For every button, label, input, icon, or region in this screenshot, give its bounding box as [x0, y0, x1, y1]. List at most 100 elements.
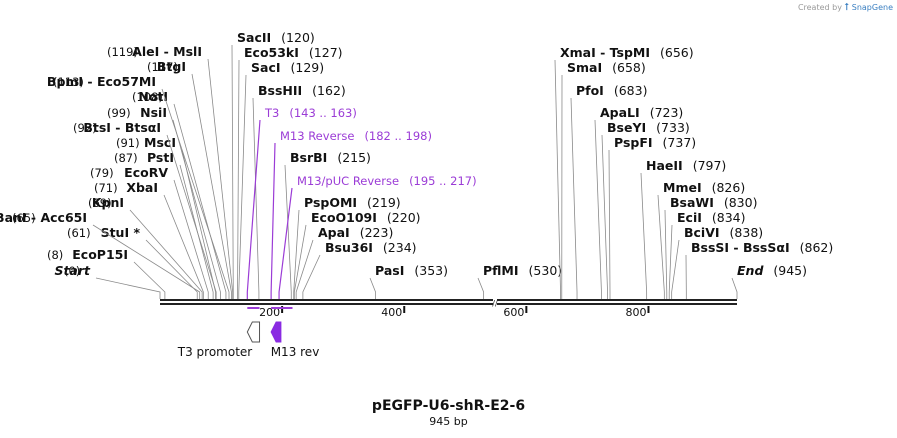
site-label: BsaWI(830) [670, 195, 757, 210]
site-label: SacII(120) [237, 30, 315, 45]
plasmid-name: pEGFP-U6-shR-E2-6 [371, 398, 526, 414]
site-label: ApaLI(723) [600, 105, 683, 120]
site-line [238, 74, 247, 299]
site-line [231, 44, 234, 299]
site-position: (87) [114, 151, 138, 165]
site-line [246, 119, 261, 299]
axis-tick-label: 600 [503, 306, 524, 319]
site-label: BssHII(162) [258, 83, 346, 98]
site-position: (8) [47, 248, 63, 262]
site-line [640, 172, 648, 299]
feature-arrow [246, 321, 261, 343]
site-line [237, 59, 240, 299]
axis-tick-label: 800 [625, 306, 646, 319]
site-line [295, 239, 314, 299]
site-label: Start [54, 263, 91, 278]
feature-label: T3 promoter [177, 345, 253, 359]
site-line [570, 97, 578, 299]
primer-label: T3(143 .. 163) [264, 106, 357, 120]
plasmid-length: 945 bp [429, 415, 468, 428]
site-position: (108) [132, 90, 163, 104]
site-line [252, 97, 260, 299]
backbone-break-mark: // [492, 299, 498, 308]
site-line [668, 224, 673, 299]
backbone-break [493, 298, 497, 307]
site-label: AleI - MslI [132, 44, 202, 59]
site-line [278, 187, 293, 299]
site-line [302, 254, 321, 299]
primer-label: M13/pUC Reverse(195 .. 217) [297, 174, 477, 188]
site-line [161, 88, 230, 299]
snapgene-logo-icon: ⭡ [844, 2, 850, 13]
site-line [293, 224, 307, 299]
site-line [608, 149, 611, 299]
site-label: End(945) [737, 263, 807, 278]
site-label: BtgI [157, 59, 186, 74]
site-label: PspFI(737) [614, 135, 696, 150]
feature-label: M13 rev [271, 345, 320, 359]
site-line [601, 134, 608, 299]
site-label: StuI * [101, 225, 141, 240]
site-label: BssSI - BssSαI(862) [691, 240, 833, 255]
site-position: (99) [107, 106, 131, 120]
site-label: PspOMI(219) [304, 195, 401, 210]
site-line [293, 209, 300, 299]
site-line [657, 194, 665, 299]
site-line [664, 209, 668, 299]
site-label: KpnI [92, 195, 124, 210]
site-label: BsrBI(215) [290, 150, 371, 165]
site-label: HaeII(797) [646, 158, 726, 173]
site-label: BanI - Acc65I [0, 210, 87, 225]
site-label: PfoI(683) [576, 83, 647, 98]
site-line [179, 164, 214, 299]
site-label: PasI(353) [375, 263, 448, 278]
site-position: (91) [116, 136, 140, 150]
site-label: XbaI [126, 180, 158, 195]
site-line [173, 179, 209, 299]
site-label: XmaI - TspMI(656) [560, 45, 694, 60]
site-line [92, 224, 201, 299]
site-position: (0) [64, 264, 80, 278]
site-position: (71) [94, 181, 118, 195]
site-label: BseYI(733) [607, 120, 690, 135]
site-label: NsiI [140, 105, 167, 120]
site-line [166, 134, 217, 299]
site-line [172, 119, 221, 299]
site-line [95, 277, 161, 299]
site-position: (113) [53, 75, 84, 89]
axis-tick-label: 400 [381, 306, 402, 319]
snapgene-credit: Created by ⭡ SnapGene [798, 2, 893, 13]
credit-brand: SnapGene [851, 3, 893, 12]
site-label: SacI(129) [251, 60, 324, 75]
site-line [554, 59, 561, 299]
site-position: (92) [73, 121, 97, 135]
site-label: Eco53kI(127) [244, 45, 343, 60]
site-label: BtsI - BtsαI [83, 120, 161, 135]
site-position: (69) [88, 196, 112, 210]
site-position: (65) [12, 211, 36, 225]
site-line [129, 209, 203, 299]
site-position: (79) [90, 166, 114, 180]
site-line [133, 261, 166, 299]
site-label: SmaI(658) [567, 60, 646, 75]
site-line [284, 164, 292, 299]
site-line [477, 277, 485, 299]
site-line [191, 73, 232, 299]
site-label: PstI [147, 150, 174, 165]
site-label: BpmI - Eco57MI [47, 74, 156, 89]
site-label: Bsu36I(234) [325, 240, 417, 255]
site-label: ApaI(223) [318, 225, 393, 240]
site-position: (117) [147, 60, 178, 74]
site-line [594, 119, 602, 299]
site-line [731, 277, 738, 299]
site-line [181, 149, 216, 299]
site-label: PflMI(530) [483, 263, 562, 278]
site-label: MmeI(826) [663, 180, 745, 195]
site-line [145, 239, 198, 299]
site-position: (119) [107, 45, 138, 59]
site-line [207, 58, 234, 299]
site-label: EcoO109I(220) [311, 210, 421, 225]
site-label: EciI(834) [677, 210, 746, 225]
site-line [671, 239, 680, 299]
